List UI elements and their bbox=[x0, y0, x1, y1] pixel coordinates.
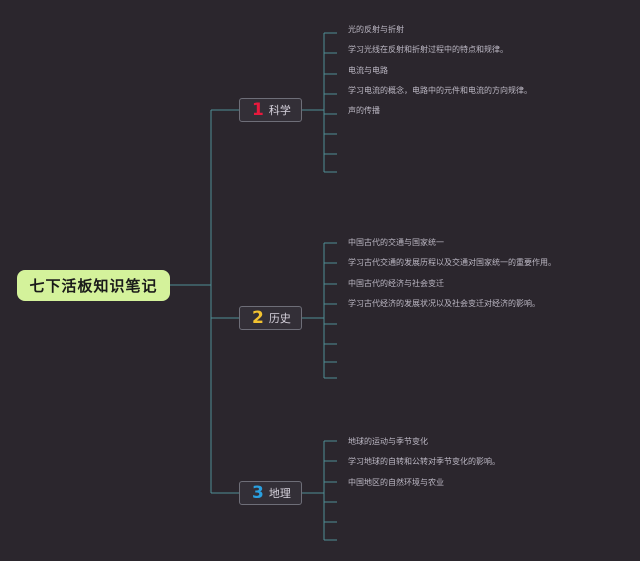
branch-number: 3 bbox=[252, 482, 264, 503]
leaf-item[interactable]: 光的反射与折射 bbox=[348, 25, 404, 34]
leaf-item[interactable]: 学习古代经济的发展状况以及社会变迁对经济的影响。 bbox=[348, 299, 540, 308]
leaf-item[interactable]: 中国古代的交通与国家统一 bbox=[348, 238, 444, 247]
branch-node-geography[interactable]: 3 地理 bbox=[239, 481, 302, 505]
branch-node-science[interactable]: 1 科学 bbox=[239, 98, 302, 122]
leaf-item[interactable]: 地球的运动与季节变化 bbox=[348, 437, 428, 446]
leaf-item[interactable]: 声的传播 bbox=[348, 106, 380, 115]
leaf-item[interactable]: 学习电流的概念，电路中的元件和电流的方向规律。 bbox=[348, 86, 532, 95]
root-node[interactable]: 七下活板知识笔记 bbox=[17, 270, 170, 301]
leaf-item[interactable]: 中国古代的经济与社会变迁 bbox=[348, 279, 444, 288]
leaf-item[interactable]: 学习古代交通的发展历程以及交通对国家统一的重要作用。 bbox=[348, 258, 556, 267]
root-label: 七下活板知识笔记 bbox=[29, 277, 158, 295]
leaf-item[interactable]: 中国地区的自然环境与农业 bbox=[348, 478, 444, 487]
branch-label: 地理 bbox=[268, 487, 291, 500]
leaf-item[interactable]: 学习地球的自转和公转对季节变化的影响。 bbox=[348, 457, 500, 466]
branch-number: 1 bbox=[252, 99, 264, 120]
leaf-item[interactable]: 学习光线在反射和折射过程中的特点和规律。 bbox=[348, 45, 508, 54]
branch-label: 科学 bbox=[268, 104, 291, 117]
leaf-item[interactable]: 电流与电路 bbox=[348, 66, 388, 75]
branch-label: 历史 bbox=[268, 312, 291, 325]
branch-node-history[interactable]: 2 历史 bbox=[239, 306, 302, 330]
branch-number: 2 bbox=[252, 307, 264, 328]
